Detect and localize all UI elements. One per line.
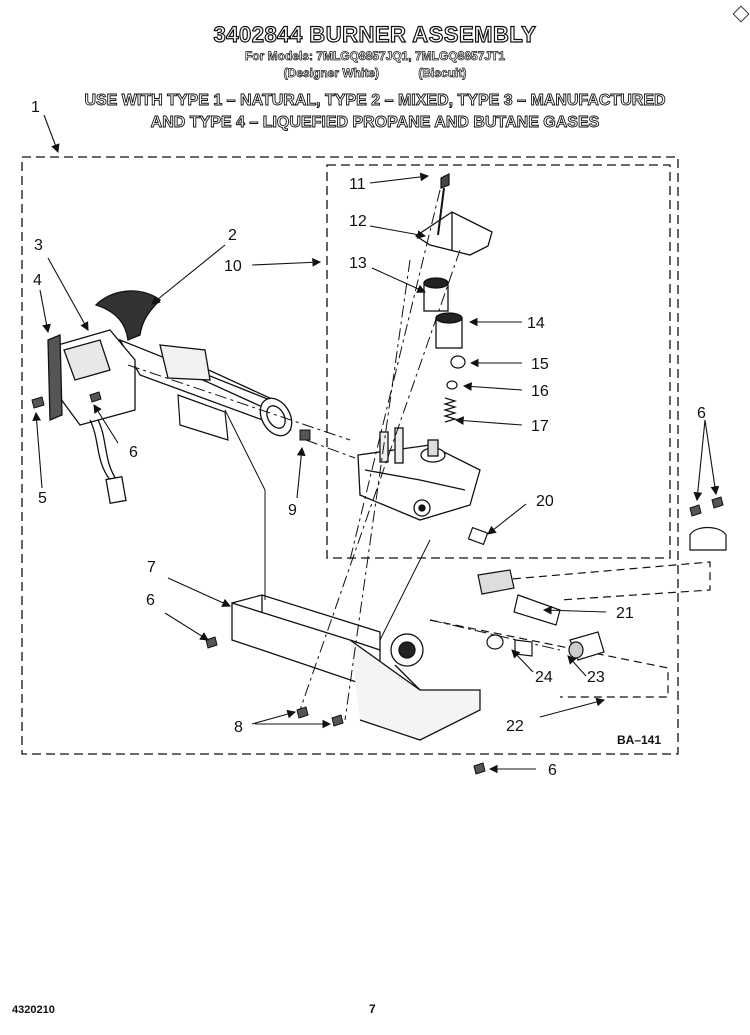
callout-24: 24 (535, 669, 553, 686)
models-line: For Models: 7MLGQ8857JQ1, 7MLGQ8857JT1 (244, 49, 506, 64)
variant-right: (Biscuit) (418, 66, 467, 81)
callout-6-base: 6 (548, 762, 557, 779)
callout-7: 7 (147, 559, 156, 576)
gas-type-line-1: USE WITH TYPE 1 – NATURAL, TYPE 2 – MIXE… (84, 92, 666, 110)
callout-6-bracket: 6 (146, 592, 155, 609)
callout-1: 1 (31, 99, 40, 116)
callout-6-clamp: 6 (697, 405, 706, 422)
callout-20: 20 (536, 493, 554, 510)
callout-13: 13 (349, 255, 367, 272)
document-number: 4320210 (12, 1004, 55, 1016)
callout-17: 17 (531, 418, 549, 435)
callout-4: 4 (33, 272, 42, 289)
coil-bracket (414, 211, 493, 256)
variant-left: (Designer White) (283, 66, 379, 81)
callout-10: 10 (224, 258, 242, 275)
callout-3: 3 (34, 237, 43, 254)
screws (31, 391, 724, 775)
valve-coils (423, 277, 463, 349)
callout-5: 5 (38, 490, 47, 507)
gas-pipe-fittings (467, 526, 605, 661)
callout-leaders (32, 114, 720, 774)
page-number: 7 (369, 1002, 376, 1016)
small-parts (437, 173, 466, 423)
valve-group-boundary (326, 164, 671, 559)
callout-23: 23 (587, 669, 605, 686)
gas-type-line-2: AND TYPE 4 – LIQUEFIED PROPANE AND BUTAN… (150, 114, 600, 132)
variants-line: (Designer White) (Biscuit) (0, 66, 750, 81)
pipe-clamp (689, 526, 727, 551)
pipe-group-boundary-2 (499, 561, 711, 601)
callout-labels: 1 2 3 4 5 6 6 6 6 7 8 9 10 11 12 13 14 1… (31, 99, 706, 779)
callout-14: 14 (527, 315, 545, 332)
burner-tube (94, 290, 293, 437)
callout-6-igniter: 6 (129, 444, 138, 461)
mounting-bracket (231, 594, 481, 741)
page-title: 3402844 BURNER ASSEMBLY (213, 21, 537, 47)
callout-9: 9 (288, 502, 297, 519)
callout-22: 22 (506, 718, 524, 735)
pipe-group-boundary (429, 619, 669, 698)
connection-lines (224, 409, 431, 641)
drawing-code: BA–141 (617, 733, 661, 747)
callout-21: 21 (616, 605, 634, 622)
igniter-bracket (47, 329, 136, 504)
gas-valve (357, 427, 481, 521)
assembly-boundary (21, 156, 679, 755)
callout-8: 8 (234, 719, 243, 736)
callout-12: 12 (349, 213, 367, 230)
callout-11: 11 (349, 176, 366, 193)
callout-16: 16 (531, 383, 549, 400)
callout-15: 15 (531, 356, 549, 373)
heat-shield (177, 394, 229, 441)
assembly-center-lines (127, 189, 561, 721)
callout-2: 2 (228, 227, 237, 244)
